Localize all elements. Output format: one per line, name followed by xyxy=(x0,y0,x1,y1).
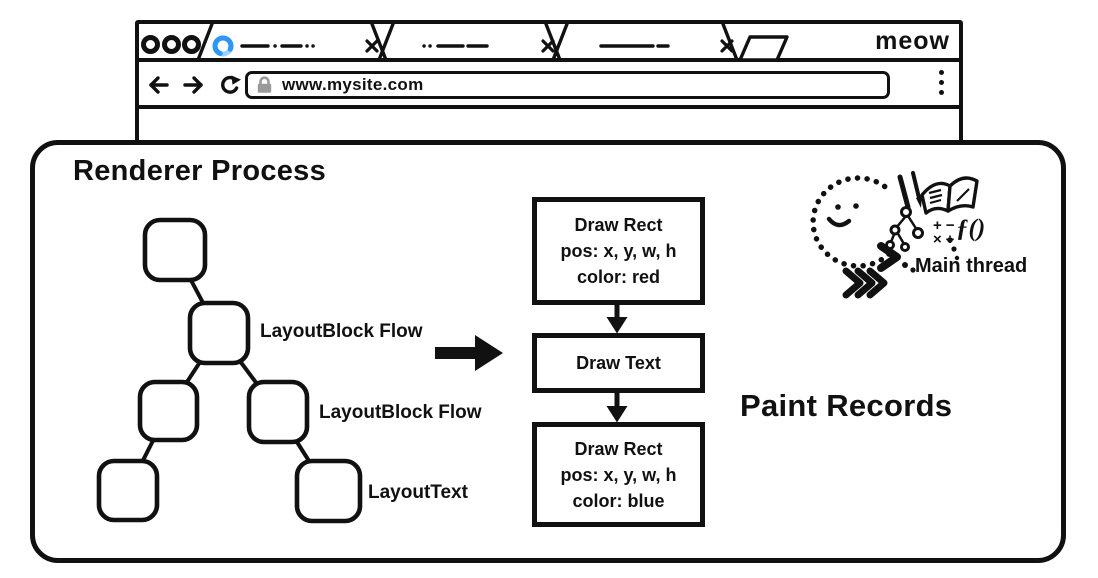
dotted-oval xyxy=(810,175,892,269)
url-text: www.mysite.com xyxy=(282,75,424,94)
url-bar[interactable]: www.mysite.com xyxy=(245,71,890,99)
chevron-pointer-icon xyxy=(877,242,916,273)
paint-step-draw-rect-blue: Draw Rect pos: x, y, w, h color: blue xyxy=(532,422,705,527)
tree-node-label-3: LayoutText xyxy=(368,482,468,503)
step-line: Draw Text xyxy=(576,353,661,373)
traffic-light-icon-3[interactable] xyxy=(182,35,201,54)
tab-close-icon[interactable] xyxy=(720,39,734,53)
traffic-light-icon-1[interactable] xyxy=(141,35,160,54)
main-thread-label: Main thread xyxy=(915,255,1028,277)
paint-step-draw-rect-red: Draw Rect pos: x, y, w, h color: red xyxy=(532,197,705,305)
step-line: color: blue xyxy=(572,490,665,511)
book-icon xyxy=(920,176,979,215)
panel-title: Renderer Process xyxy=(73,155,327,187)
browser-tab-bar: meow xyxy=(139,24,959,62)
dot-trail xyxy=(947,237,960,261)
down-arrow-icon-1 xyxy=(606,305,628,334)
step-line: Draw Rect xyxy=(574,215,663,235)
tree-node-label-2: LayoutBlock Flow xyxy=(319,402,482,423)
pencil-icon xyxy=(897,171,922,210)
step-line: pos: x, y, w, h xyxy=(560,464,677,485)
math-symbols-icon: + − × ÷ xyxy=(933,217,955,248)
tree-node-root xyxy=(142,217,208,283)
browser-logo: meow xyxy=(875,27,950,55)
svg-text:+ −: + − xyxy=(933,217,955,234)
forward-button-icon[interactable] xyxy=(182,75,206,95)
renderer-process-panel: Renderer Process LayoutBlock Flow Layout… xyxy=(30,140,1066,563)
tree-node-layouttext xyxy=(294,458,363,524)
new-tab-button[interactable] xyxy=(738,35,789,62)
loading-spinner-icon xyxy=(212,35,234,57)
traffic-light-icon-2[interactable] xyxy=(162,35,181,54)
tab-close-icon[interactable] xyxy=(541,39,555,53)
tree-doodle-icon xyxy=(885,206,924,252)
step-line: pos: x, y, w, h xyxy=(560,241,677,261)
step-line: Draw Rect xyxy=(574,438,663,459)
tab-strip xyxy=(196,24,789,62)
function-symbol-icon: ƒ() xyxy=(956,215,985,242)
browser-toolbar: www.mysite.com xyxy=(139,62,959,109)
reload-button-icon[interactable] xyxy=(218,75,242,96)
svg-text:× ÷: × ÷ xyxy=(933,231,954,248)
browser-window: meow www.mysite xyxy=(135,20,963,146)
browser-tab-2[interactable] xyxy=(377,24,562,62)
triple-chevron-icon xyxy=(842,267,888,299)
paint-step-draw-text: Draw Text xyxy=(532,333,705,393)
tree-node-label-1: LayoutBlock Flow xyxy=(260,321,423,342)
tree-node-child-left xyxy=(137,379,200,443)
down-arrow-icon-2 xyxy=(606,393,628,423)
flow-arrow-icon xyxy=(435,335,503,371)
tree-node-layoutblock-2 xyxy=(246,379,310,445)
browser-tab-1[interactable] xyxy=(196,24,388,62)
back-button-icon[interactable] xyxy=(146,75,170,95)
tree-node-layoutblock-1 xyxy=(187,300,251,366)
tab-close-icon[interactable] xyxy=(365,39,379,53)
paint-records-label: Paint Records xyxy=(740,388,953,423)
lock-icon xyxy=(257,76,272,93)
browser-tab-3[interactable] xyxy=(551,24,739,62)
step-line: color: red xyxy=(576,267,660,287)
tree-node-leaf-left xyxy=(96,458,160,523)
smiley-face-icon xyxy=(826,203,859,228)
main-thread-doodle: + − × ÷ ƒ() xyxy=(810,171,985,299)
layout-tree-diagram xyxy=(96,217,363,524)
overflow-menu-button[interactable] xyxy=(939,70,944,95)
